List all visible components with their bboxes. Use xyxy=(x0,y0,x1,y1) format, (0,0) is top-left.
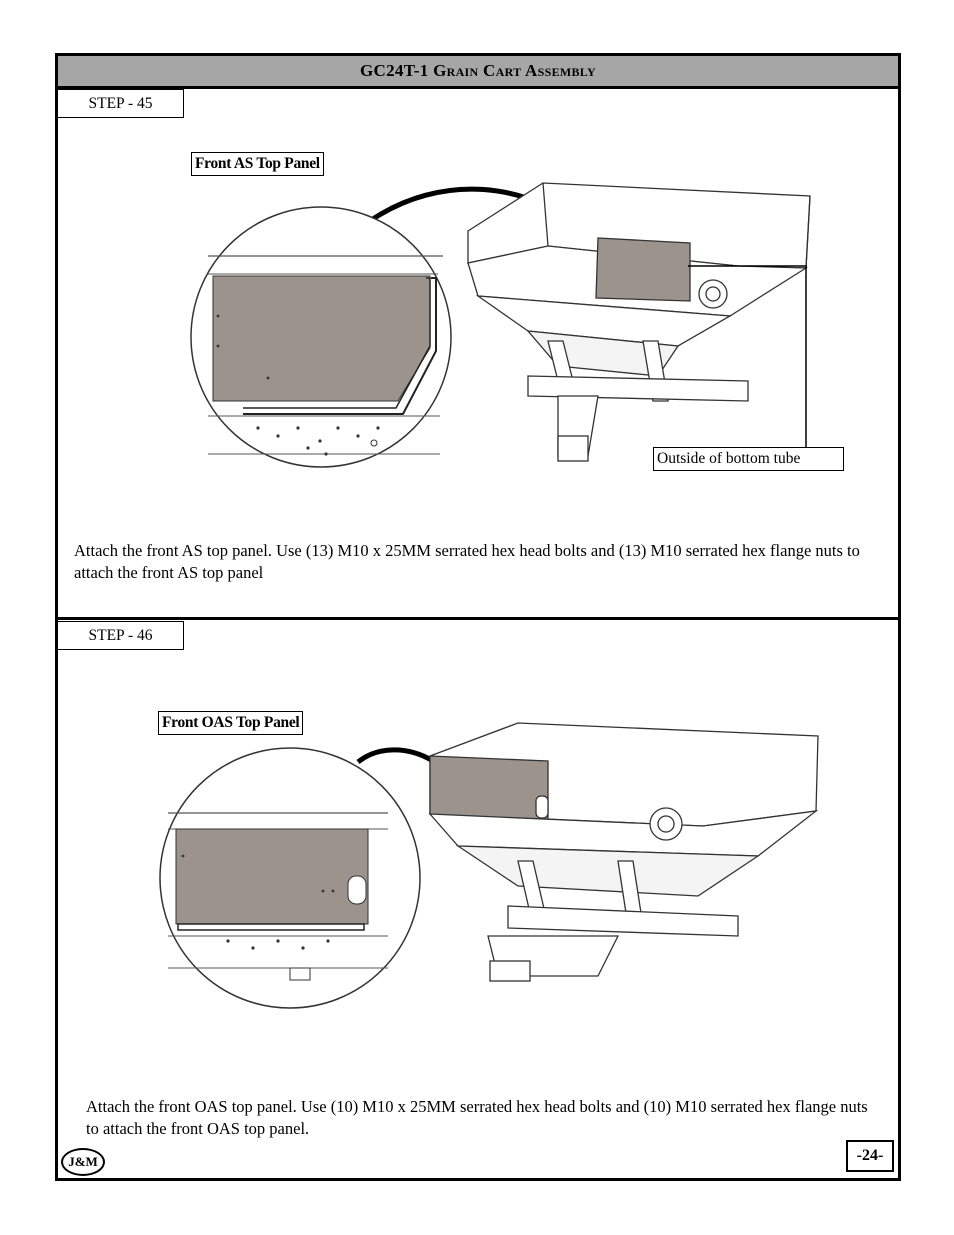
step-46-instructions: Attach the front OAS top panel. Use (10)… xyxy=(86,1097,868,1138)
page-number: -24- xyxy=(846,1140,894,1172)
step-46-illustration xyxy=(159,722,819,1009)
step-46-label: STEP - 46 xyxy=(58,621,184,650)
page-title: GC24T-1 Grain Cart Assembly xyxy=(58,56,898,89)
step-divider xyxy=(58,617,898,620)
jm-logo: J&M xyxy=(61,1148,105,1176)
callout-front-as-top-panel: Front AS Top Panel xyxy=(191,152,324,176)
step-45-label: STEP - 45 xyxy=(58,89,184,118)
step-45-instructions: Attach the front AS top panel. Use (13) … xyxy=(74,541,860,582)
step-45-illustration xyxy=(190,182,811,468)
assembly-illustrations xyxy=(159,182,819,1009)
page-frame: GC24T-1 Grain Cart Assembly STEP - 45 xyxy=(55,53,901,1181)
callout-outside-bottom-tube: Outside of bottom tube xyxy=(653,447,844,471)
callout-front-oas-top-panel: Front OAS Top Panel xyxy=(158,711,304,735)
